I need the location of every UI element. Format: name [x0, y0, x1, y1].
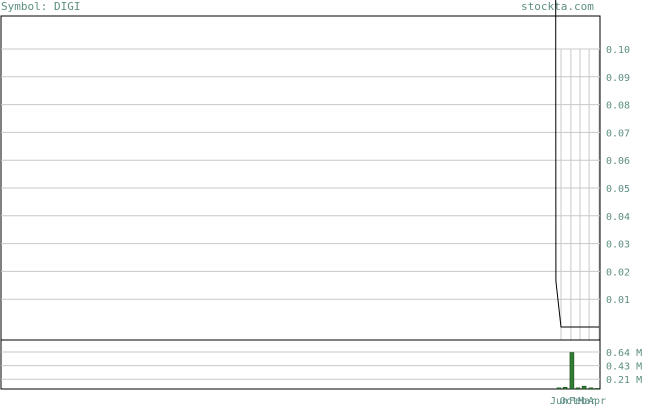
- price-line: [555, 0, 599, 328]
- price-tick-label: 0.01: [606, 295, 630, 306]
- price-frame: [0, 15, 601, 341]
- volume-tick-label: 0.64 M: [606, 348, 642, 359]
- price-tick-label: 0.07: [606, 128, 630, 139]
- price-tick-label: 0.04: [606, 212, 630, 223]
- price-tick-label: 0.06: [606, 156, 630, 167]
- x-tick-label: Oct: [560, 396, 578, 406]
- volume-bar: [556, 387, 562, 390]
- site-label[interactable]: stockta.com: [521, 0, 594, 13]
- x-tick-label: Jun: [550, 396, 568, 406]
- price-tick-label: 0.03: [606, 240, 630, 251]
- symbol-label: Symbol: DIGI: [1, 0, 81, 13]
- volume-panel: 0.64 M 0.43 M 0.21 M: [0, 339, 642, 390]
- volume-frame: [0, 339, 601, 390]
- price-tick-label: 0.10: [606, 45, 630, 56]
- volume-bar: [588, 387, 594, 390]
- volume-bar: [575, 387, 581, 390]
- x-tick-label: Mar: [578, 396, 596, 406]
- price-tick-label: 0.09: [606, 73, 630, 84]
- volume-bar: [569, 352, 575, 390]
- volume-tick-label: 0.21 M: [606, 375, 642, 386]
- price-tick-label: 0.02: [606, 267, 630, 278]
- x-tick-label: Feb: [569, 396, 587, 406]
- x-tick-label: Apr: [588, 396, 606, 406]
- volume-bar: [562, 387, 568, 390]
- price-panel: 0.10 0.09 0.08 0.07 0.06 0.05 0.04 0.03 0.02 0.01: [0, 0, 630, 341]
- volume-tick-label: 0.43 M: [606, 362, 642, 373]
- price-tick-label: 0.05: [606, 184, 630, 195]
- volume-bar: [594, 388, 600, 390]
- price-tick-label: 0.08: [606, 101, 630, 112]
- volume-bar: [581, 385, 587, 390]
